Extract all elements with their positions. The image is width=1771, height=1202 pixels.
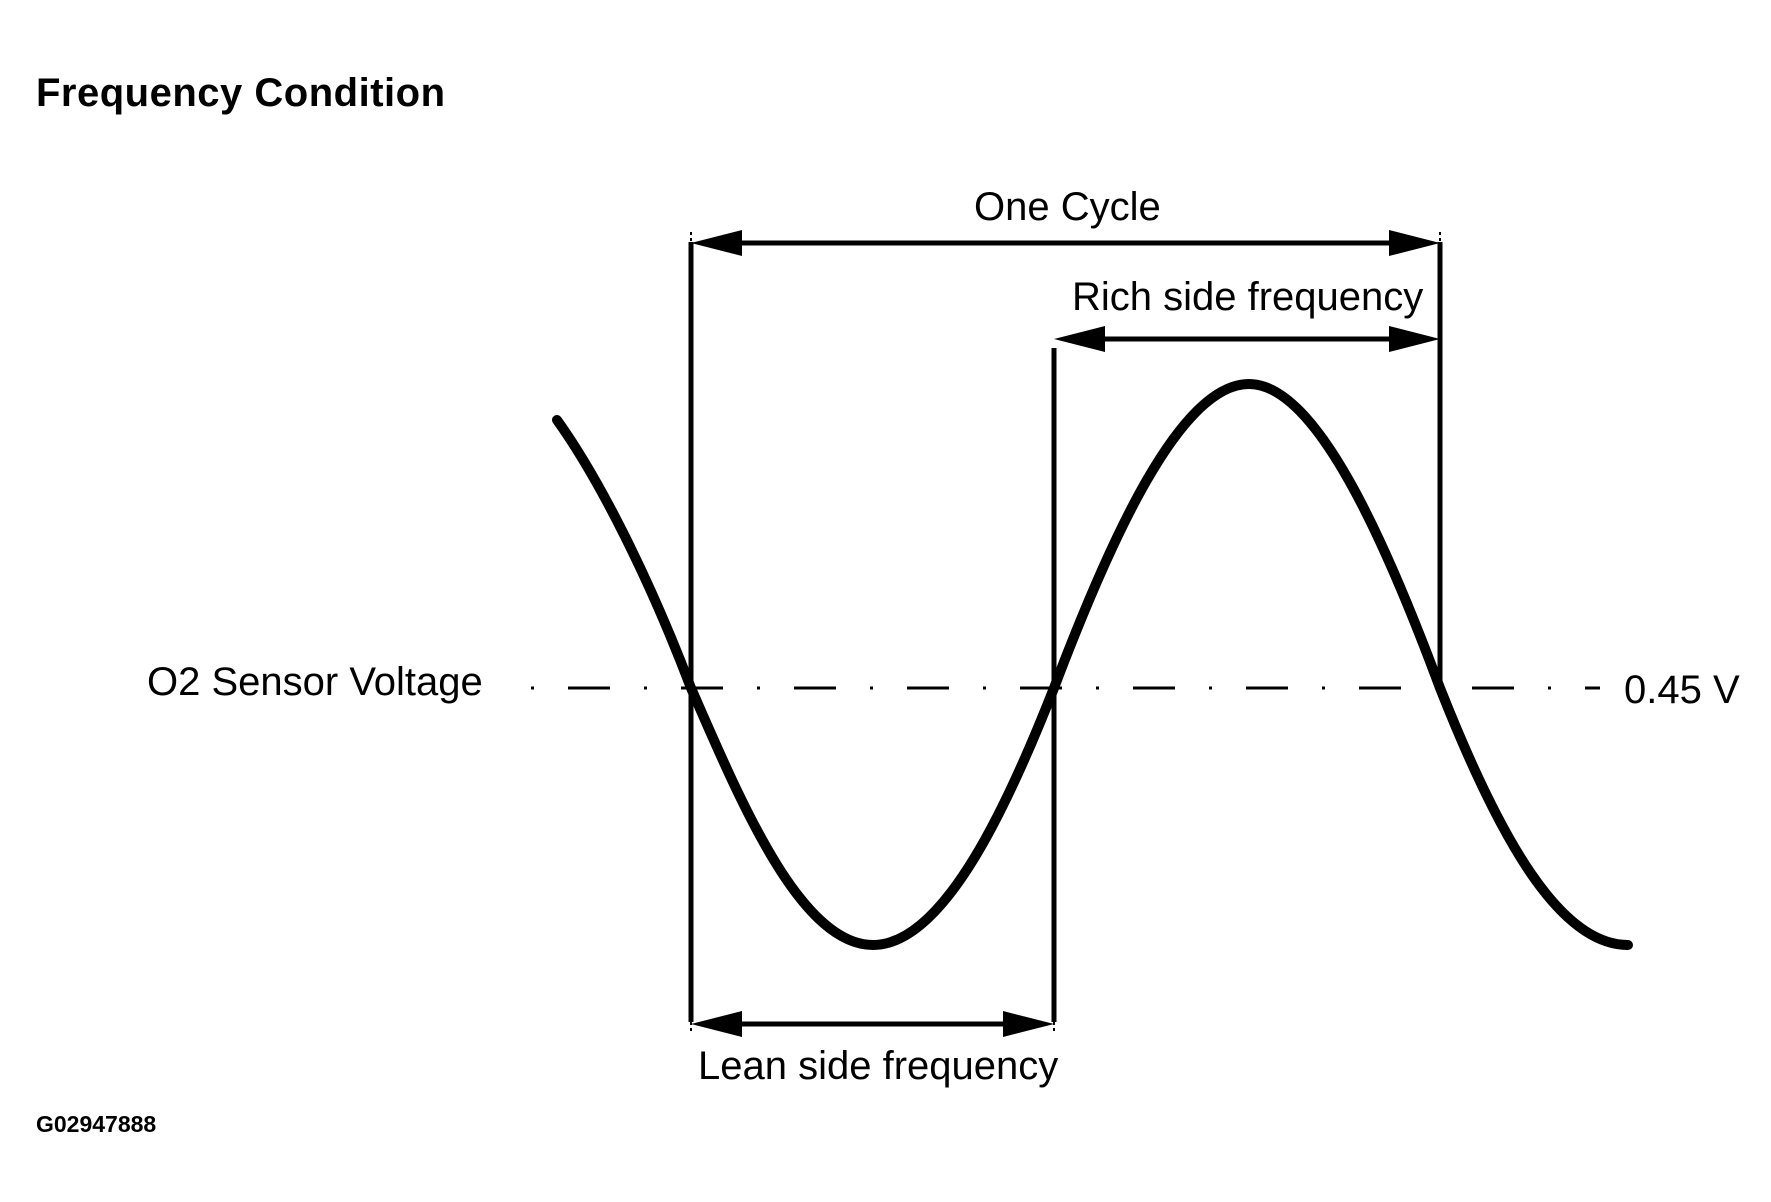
o2-sensor-voltage-label: O2 Sensor Voltage [147,660,483,704]
rich-side-arrow-left-head [1054,326,1105,352]
lean-side-frequency-label: Lean side frequency [698,1044,1058,1088]
rich-side-arrow-right-head [1389,326,1440,352]
one-cycle-arrow-right-head [1389,230,1440,256]
rich-side-frequency-label: Rich side frequency [1072,275,1423,319]
threshold-voltage-label: 0.45 V [1624,668,1740,712]
figure-code: G02947888 [36,1111,156,1137]
one-cycle-arrow-left-head [691,230,742,256]
one-cycle-label: One Cycle [974,185,1161,229]
lean-side-arrow-right-head [1003,1011,1054,1037]
o2-sensor-waveform [552,379,1633,950]
lean-side-arrow-left-head [691,1011,742,1037]
diagram-title: Frequency Condition [36,71,446,115]
